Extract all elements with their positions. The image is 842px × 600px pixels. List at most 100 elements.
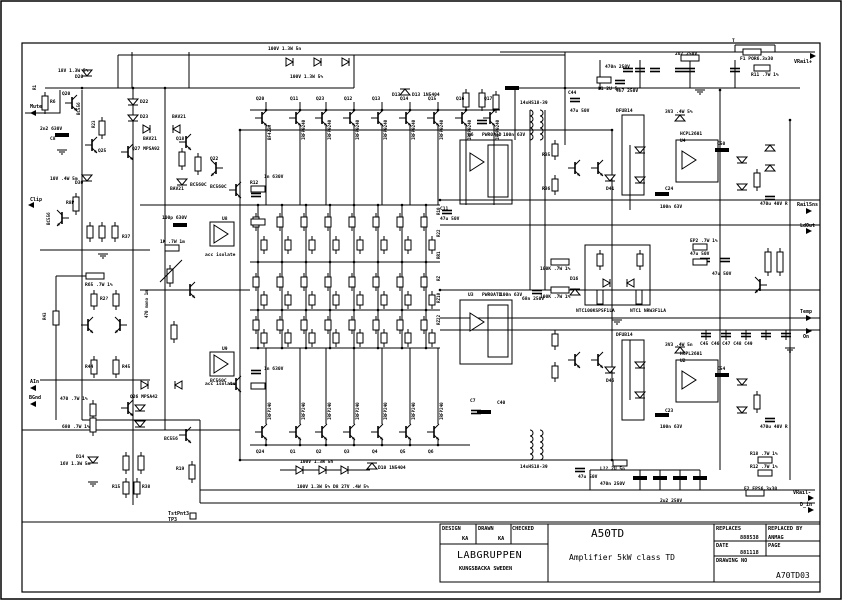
component-label: Q13 [372, 96, 381, 102]
component-label: IRFP240 [411, 402, 416, 420]
connector-vrail-minus[interactable]: VRail- [793, 490, 814, 501]
resistor-icon [324, 276, 332, 288]
component-label: 680 .7W 1% [62, 424, 90, 430]
connector-clip[interactable]: Clip [28, 197, 42, 208]
resistor-icon [550, 286, 570, 294]
page-label: PAGE [768, 543, 781, 549]
connector-ain[interactable]: AIn [30, 379, 39, 391]
component-label: DFUB14 [616, 332, 633, 338]
resistor-icon [753, 64, 771, 72]
connector-mute[interactable]: Mute [30, 104, 42, 116]
component-label: Q3 [344, 449, 350, 455]
transistor-arrow-icon [57, 223, 60, 226]
component-label: C44 [568, 90, 577, 96]
component-label: U9 [222, 346, 228, 352]
opamp-icon [681, 370, 697, 390]
transformer-coil-icon [529, 429, 534, 437]
component-label: F2 FPS6.3x30 [744, 486, 777, 492]
svg-text:BGnd: BGnd [29, 395, 41, 401]
transformer-coil-icon [539, 429, 544, 437]
transistor-arrow-icon [264, 437, 267, 440]
capacitor-icon [633, 476, 647, 480]
resistor-icon [250, 382, 266, 390]
transformer-coil-icon [529, 447, 534, 455]
component-label: C24 [665, 186, 674, 192]
transistor-icon [185, 426, 192, 433]
transformer-coil-icon [529, 133, 534, 141]
component-label: U2 [680, 358, 686, 364]
svg-text:D_in: D_in [800, 502, 812, 508]
resistor-icon [89, 417, 97, 433]
resistor-icon [742, 48, 762, 56]
resistor-icon [372, 216, 380, 228]
resistor-icon [356, 239, 364, 251]
junction-dot [380, 443, 384, 447]
drawing-no-label: DRAWING NO [716, 558, 747, 564]
transistor-arrow-icon [130, 413, 133, 416]
component-label: RZ22 [436, 314, 441, 325]
connector-gnd[interactable]: D_in [800, 502, 814, 513]
component-label: D20 [75, 74, 84, 80]
junction-dot [328, 203, 332, 207]
svg-text:Clip: Clip [30, 197, 42, 203]
resistor-icon [612, 459, 628, 467]
transistor-icon [574, 351, 581, 358]
diode-icon [175, 178, 189, 186]
transformer-coil-icon [539, 127, 544, 135]
transistor-arrow-icon [577, 173, 580, 176]
component-label: BC560C [190, 182, 207, 188]
junction-dot [400, 260, 404, 264]
connector-temp[interactable]: Temp [800, 309, 812, 321]
opamp-icon [213, 354, 229, 374]
resistor-icon [692, 258, 708, 266]
component-label: BAV21 [143, 136, 157, 142]
svg-text:Temp: Temp [800, 309, 812, 315]
component-label: IRFP240 [439, 402, 444, 420]
transformer-coil-icon [539, 441, 544, 449]
component-label: R38 [142, 484, 151, 490]
resistor-icon [133, 481, 141, 495]
component-label: 100V 1.3W 5n [300, 459, 333, 465]
connector-bgnd[interactable]: BGnd [29, 395, 41, 407]
transistor-arrow-icon [74, 108, 77, 111]
connector-railsns[interactable]: RailSns [797, 202, 818, 214]
resistor-icon [348, 319, 356, 331]
resistor-icon [348, 276, 356, 288]
transistor-arrow-icon [90, 330, 93, 333]
component-label: NTC1 NRW3F1LA [630, 308, 666, 314]
resistor-icon [551, 143, 559, 157]
connector-testpoint[interactable]: TstPnt3 TP3 [168, 511, 197, 523]
connector-on[interactable]: On [803, 328, 812, 340]
resistor-icon [308, 332, 316, 344]
component-label: C11 [440, 206, 449, 212]
diode-icon [341, 57, 351, 67]
junction-dot [424, 260, 428, 264]
junction-dot [80, 86, 84, 90]
transformer-coil-icon [529, 453, 534, 461]
resistor-icon [745, 489, 765, 497]
resistor-icon [90, 359, 98, 375]
connector-vrail-plus[interactable]: VRail+ [794, 53, 816, 65]
resistor-icon [86, 225, 94, 239]
wiring [22, 44, 820, 505]
transistor-arrow-icon [188, 440, 191, 443]
component-label: IRFP240 [383, 402, 388, 420]
resistor-icon [112, 359, 120, 375]
resistor-icon [356, 294, 364, 306]
diode-icon [142, 124, 152, 134]
component-label: 47u 50V [690, 251, 710, 257]
connector-ldout[interactable]: LdOut [800, 223, 815, 234]
resistor-icon [188, 464, 196, 480]
junction-dot [438, 288, 442, 292]
component-label: BF423M [267, 124, 272, 140]
junction-dot [304, 203, 308, 207]
diode-icon [633, 361, 647, 369]
diode-icon [735, 378, 749, 386]
resistor-icon [250, 185, 266, 193]
junction-dot [328, 308, 332, 312]
component-label: 470 .7W 1% [60, 396, 88, 402]
junction-dot [376, 346, 380, 350]
junction-dot [376, 308, 380, 312]
transistor-arrow-icon [380, 437, 383, 440]
